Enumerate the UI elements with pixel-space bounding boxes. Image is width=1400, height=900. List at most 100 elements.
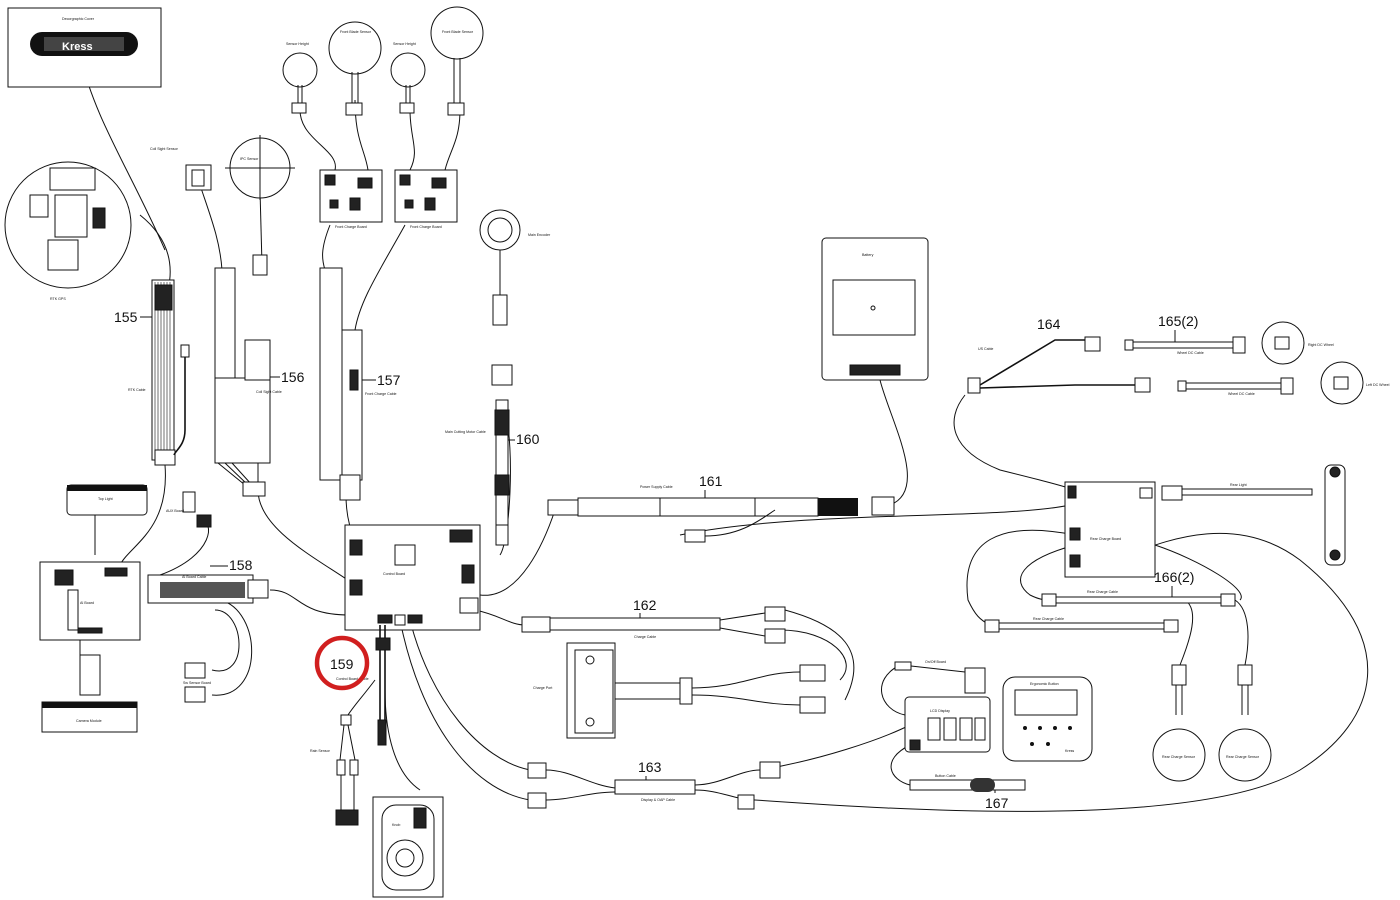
- label-lcd: LCD Display: [930, 709, 950, 713]
- front-charge-board-1: Front Charge Board: [319, 169, 383, 229]
- ai-board: AI Board: [39, 561, 141, 641]
- display-oap-cable: Display & OAP Cable: [527, 761, 781, 810]
- label-left-dc: Left DC Wheel: [1366, 383, 1390, 387]
- callout-156: 156: [281, 369, 305, 385]
- label-wheel-left: Wheel DC Cable: [1228, 392, 1255, 396]
- front-sensors-right: Sensor Height Front Blade Sensor: [390, 6, 484, 116]
- rtk-cable: RTK Cable: [128, 279, 190, 466]
- aux-board: AUX Board: [166, 491, 212, 528]
- callout-158: 158: [229, 557, 253, 573]
- label-control-board: Control Board: [383, 572, 405, 576]
- button-cable: Button Cable: [909, 774, 1026, 792]
- label-coll-sensor: Coll Sight Sensor: [150, 147, 179, 151]
- callout-159: 159: [330, 656, 354, 672]
- wheel-dc-cable-right: Wheel DC Cable: [1124, 336, 1246, 355]
- label-power-cable: Power Supply Cable: [640, 485, 673, 489]
- label-rear-cable-2: Rear Charge Cable: [1033, 617, 1064, 621]
- callout-160: 160: [516, 431, 540, 447]
- sw-sensor-board: Sw Sensor Board: [183, 662, 211, 703]
- callout-157: 157: [377, 372, 401, 388]
- label-rain-sensor: Rain Sensor: [310, 749, 331, 753]
- main-encoder: Main Encoder: [479, 209, 551, 326]
- label-sw-board: Sw Sensor Board: [183, 681, 211, 685]
- label-ai-board: AI Board: [80, 601, 94, 605]
- rear-charge-sensor-2: Rear Charge Sensor: [1218, 664, 1272, 782]
- label-knob: Knob: [392, 823, 400, 827]
- label-battery: Battery: [862, 253, 874, 257]
- callout-numbers: 155 156 157 158 159 160 161 162 163 164 …: [114, 309, 1198, 811]
- label-front-board-2: Front Charge Board: [410, 225, 442, 229]
- wheel-dc-cable-left: Wheel DC Cable: [1177, 377, 1294, 396]
- on-off-board: On/Off Board: [894, 660, 986, 694]
- label-ipc-sensor: IPC Sensor: [240, 157, 259, 161]
- callout-leaders: [140, 316, 1176, 793]
- left-dc-wheel: Left DC Wheel: [1320, 361, 1390, 405]
- rain-sensor: Rain Sensor: [310, 714, 359, 826]
- us-cable: US Cable: [967, 336, 1151, 394]
- label-wheel-right: Wheel DC Cable: [1177, 351, 1204, 355]
- highlight-ring-159: [314, 635, 370, 691]
- callout-155: 155: [114, 309, 138, 325]
- label-aux-board: AUX Board: [166, 509, 184, 513]
- camera-module: Camera Module: [41, 654, 138, 733]
- decor-cover: Kress Decorgraphic Cover: [7, 7, 162, 88]
- charge-port: Charge Port: [533, 642, 826, 739]
- callout-163: 163: [638, 759, 662, 775]
- label-motor-cable: Main Cutting Motor Cable: [445, 430, 486, 434]
- callout-166: 166(2): [1154, 569, 1194, 585]
- label-ai-cable: AI Board Cable: [182, 575, 206, 579]
- front-charge-cable: Front Charge Cable: [319, 267, 397, 501]
- ergonomic-button: Ergonomic Button Kress: [1002, 676, 1093, 762]
- label-top-light: Top Light: [98, 497, 113, 501]
- label-charge-cable: Charge Cable: [634, 635, 656, 639]
- right-dc-wheel: Right DC Wheel: [1261, 321, 1334, 365]
- label-rtk: RTK GPS: [50, 297, 66, 301]
- power-supply-cable: Power Supply Cable: [547, 485, 895, 543]
- label-rear-sensor-1: Rear Charge Sensor: [1162, 755, 1196, 759]
- charge-cable: Charge Cable: [521, 606, 786, 644]
- label-rtk-cable: RTK Cable: [128, 388, 146, 392]
- label-front-sensor-2: Front Blade Sensor: [442, 30, 474, 34]
- label-rear-sensor-2: Rear Charge Sensor: [1226, 755, 1260, 759]
- rear-charge-sensor-1: Rear Charge Sensor: [1152, 664, 1206, 782]
- callout-167: 167: [985, 795, 1009, 811]
- coll-sight-cable: Coll Sight Cable: [214, 267, 282, 497]
- keypad-brand: Kress: [1065, 749, 1074, 753]
- main-motor-cable: Main Cutting Motor Cable: [445, 364, 513, 546]
- label-front-sensor-1: Front Blade Sensor: [340, 30, 372, 34]
- label-us-cable: US Cable: [978, 347, 993, 351]
- label-rear-board: Rear Charge Board: [1090, 537, 1121, 541]
- ipc-sensor: IPC Sensor: [225, 135, 295, 276]
- rear-charge-cable-1: Rear Charge Cable: [1041, 590, 1236, 607]
- brand-text: Kress: [62, 41, 93, 53]
- front-sensors-left: Sensor Height Front Blade Sensor: [282, 21, 382, 116]
- label-front-board-1: Front Charge Board: [335, 225, 367, 229]
- label-front-cable: Front Charge Cable: [365, 392, 397, 396]
- label-camera: Camera Module: [76, 719, 102, 723]
- callout-164: 164: [1037, 316, 1061, 332]
- label-control-cable: Control Board Cable: [336, 677, 369, 681]
- rear-charge-board: Rear Charge Board: [1064, 481, 1156, 578]
- label-button-cable: Button Cable: [935, 774, 956, 778]
- top-light: Top Light: [66, 484, 148, 516]
- front-charge-board-2: Front Charge Board: [394, 169, 458, 229]
- label-rear-light: Rear Light: [1230, 483, 1247, 487]
- coll-sight-sensor: Coll Sight Sensor: [150, 147, 212, 191]
- ai-board-cable: AI Board Cable: [147, 574, 269, 604]
- label-rear-cable-1: Rear Charge Cable: [1087, 590, 1118, 594]
- label-onoff: On/Off Board: [925, 660, 946, 664]
- rear-light: Rear Light: [1161, 464, 1346, 566]
- label-decor-cover: Decorgraphic Cover: [62, 17, 95, 21]
- knob-unit: Knob: [372, 796, 444, 898]
- label-sensor-height-2: Sensor Height: [393, 42, 416, 46]
- label-display-cable: Display & OAP Cable: [641, 798, 675, 802]
- label-right-dc: Right DC Wheel: [1308, 343, 1334, 347]
- callout-162: 162: [633, 597, 657, 613]
- callout-161: 161: [699, 473, 723, 489]
- callout-165: 165(2): [1158, 313, 1198, 329]
- label-main-encoder: Main Encoder: [528, 233, 551, 237]
- rtk-gps-board: RTK GPS: [4, 161, 132, 301]
- label-coll-sight-cable: Coll Sight Cable: [256, 390, 282, 394]
- rear-charge-cable-2: Rear Charge Cable: [984, 617, 1179, 633]
